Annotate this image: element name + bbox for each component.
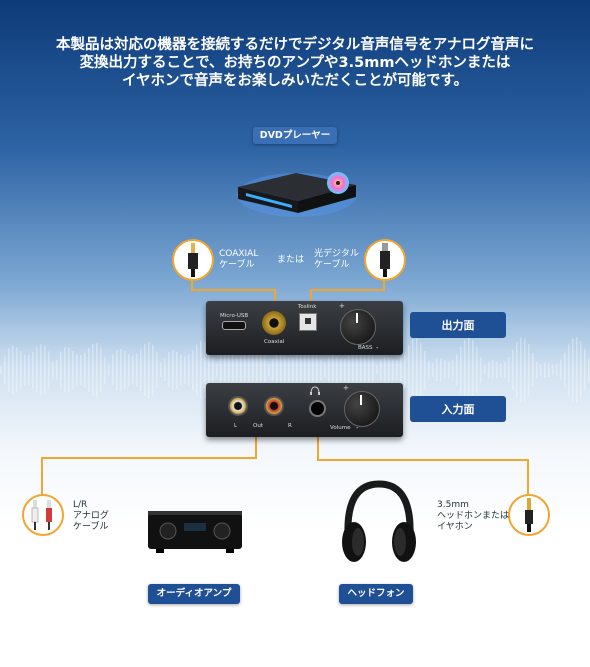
or-label: または	[277, 255, 305, 265]
intro-line-1: 本製品は対応の機器を接続するだけでデジタル音声信号をアナログ音声に	[56, 37, 534, 53]
volume-plus: +	[343, 384, 349, 392]
dvd-player-label: DVDプレーヤー	[253, 127, 337, 144]
audio-amplifier-image	[148, 511, 242, 553]
coaxial-cable-line	[191, 280, 276, 306]
l-rca-port	[228, 396, 248, 416]
headphone-cable-line	[317, 432, 529, 496]
r-rca-port	[264, 396, 284, 416]
volume-knob	[344, 391, 380, 427]
intro-line-3: イヤホンで音声をお楽しみいただくことが可能です。	[121, 73, 469, 89]
audio-amp-label: オーディオアンプ	[148, 584, 240, 604]
output-side-tag: 出力面	[410, 312, 506, 338]
intro-line-2: 変換出力することで、お持ちのアンプや3.5mmヘッドホンまたは	[79, 55, 511, 71]
optical-cable-line	[310, 280, 385, 306]
optical-plug-icon	[364, 239, 406, 281]
out-label: Out	[253, 423, 263, 429]
bass-knob	[340, 309, 376, 345]
input-side-tag: 入力面	[410, 396, 506, 422]
bass-plus: +	[339, 302, 345, 310]
lr-cable-line	[41, 430, 257, 496]
output-panel: Micro-USB Coaxial Toslink + BASS -	[206, 301, 403, 355]
toslink-label: Toslink	[298, 304, 317, 310]
bass-label: BASS	[358, 345, 373, 351]
headphones-image	[342, 480, 416, 562]
coaxial-plug-icon	[172, 239, 214, 281]
volume-minus: -	[356, 424, 359, 432]
micro-usb-label: Micro-USB	[220, 313, 249, 319]
micro-usb-port	[222, 321, 246, 330]
bass-minus: -	[376, 344, 379, 352]
dvd-player-image	[237, 172, 357, 217]
headphone-symbol-icon	[310, 386, 320, 395]
rca-plug-icon	[22, 494, 64, 536]
soundwave-backdrop	[0, 337, 590, 403]
3-5mm-plug-icon	[508, 494, 550, 536]
input-panel: L Out R + Volume -	[206, 383, 403, 437]
headphone-jack	[309, 400, 326, 417]
intro-text: 本製品は対応の機器を接続するだけでデジタル音声信号をアナログ音声に 変換出力する…	[0, 36, 590, 90]
r-label: R	[288, 423, 292, 429]
toslink-port	[299, 313, 317, 331]
optical-cable-label: 光デジタルケーブル	[314, 249, 359, 270]
coaxial-port	[262, 311, 286, 335]
coaxial-port-label: Coaxial	[264, 339, 285, 345]
l-label: L	[234, 423, 238, 429]
headphone-label: ヘッドフォン	[339, 584, 413, 604]
volume-label: Volume	[330, 425, 351, 431]
